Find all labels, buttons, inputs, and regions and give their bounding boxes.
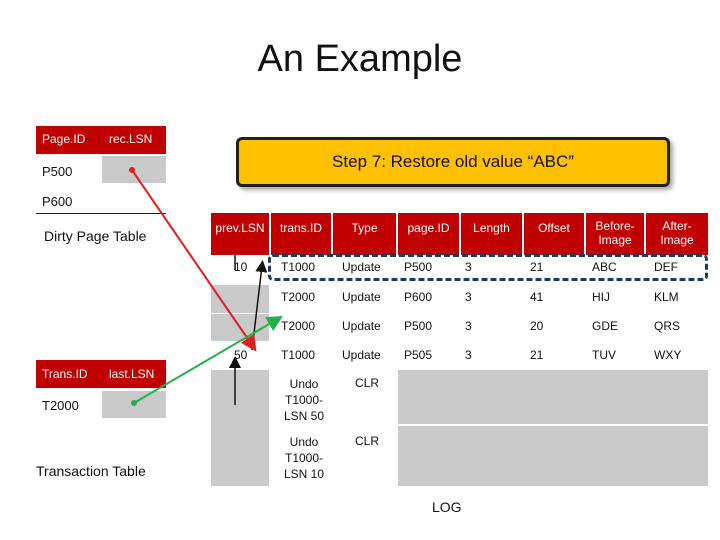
log-r1-trans: T1000: [281, 260, 316, 274]
log-r3-offset: 20: [530, 319, 544, 333]
slide-title: An Example: [257, 38, 463, 80]
log-r2-length: 3: [465, 290, 472, 304]
log-r5-trans: Undo T1000-LSN 50: [283, 377, 325, 423]
log-r2-before: HIJ: [592, 290, 610, 304]
log-r4-page: P505: [404, 348, 433, 362]
log-r3-type: Update: [342, 319, 381, 333]
log-header-transid: trans.ID: [271, 213, 331, 255]
log-r4-offset: 21: [530, 348, 544, 362]
log-r3-length: 3: [465, 319, 472, 333]
log-header-offset: Offset: [524, 213, 584, 255]
log-r3-trans: T2000: [281, 319, 316, 333]
tt-header-lastlsn: last.LSN: [109, 367, 155, 381]
log-r4-length: 3: [465, 348, 472, 362]
log-r6-type: CLR: [355, 434, 380, 448]
current-record-highlight: [268, 254, 708, 281]
transaction-table-caption: Transaction Table: [36, 463, 146, 479]
dpt-row-p600: P600: [42, 194, 73, 209]
log-r1-before: ABC: [592, 260, 617, 274]
log-r2-after: KLM: [654, 290, 679, 304]
log-r2-trans: T2000: [281, 290, 316, 304]
log-r1-prev: 10: [234, 260, 248, 274]
log-r1-length: 3: [465, 260, 472, 274]
dirty-page-table-header: Page.ID rec.LSN: [36, 126, 166, 154]
dpt-header-reclsn: rec.LSN: [109, 132, 153, 146]
log-r3-page: P500: [404, 319, 433, 333]
step-text: Step 7: Restore old value “ABC”: [332, 152, 574, 171]
log-gray-clr-row-2: [398, 426, 708, 486]
log-r4-after: WXY: [654, 348, 682, 362]
log-r1-page: P500: [404, 260, 433, 274]
log-r2-offset: 41: [530, 290, 544, 304]
log-gray-clr-row-1: [398, 370, 708, 424]
dirty-page-table-caption: Dirty Page Table: [44, 228, 147, 244]
log-r3-before: GDE: [592, 319, 619, 333]
log-header-after-image: After-Image: [646, 213, 708, 255]
log-gray-prev-5-6: [211, 370, 269, 486]
dpt-row-p500: P500: [42, 164, 73, 179]
log-header-length: Length: [461, 213, 522, 255]
log-header-pageid: page.ID: [398, 213, 459, 255]
tt-header-transid: Trans.ID: [42, 367, 88, 381]
log-header-before-image: Before-Image: [586, 213, 644, 255]
arrow-t2000-lastlsn: [133, 315, 283, 404]
log-r1-offset: 21: [530, 260, 544, 274]
log-r6-trans: Undo T1000-LSN 10: [283, 435, 325, 481]
log-r2-type: Update: [342, 290, 381, 304]
arrow-prevlsn-50: [251, 260, 268, 351]
dpt-bottom-rule: [36, 213, 166, 214]
log-r2-page: P600: [404, 290, 433, 304]
log-r4-before: TUV: [592, 348, 616, 362]
log-r4-trans: T1000: [281, 348, 316, 362]
transaction-table-header: Trans.ID last.LSN: [36, 360, 166, 388]
log-caption: LOG: [432, 499, 462, 515]
arrow-p500-reclsn: [131, 169, 257, 352]
step-callout: Step 7: Restore old value “ABC”: [236, 137, 670, 187]
log-r5-type: CLR: [355, 376, 380, 390]
log-r4-type: Update: [342, 348, 381, 362]
log-r3-after: QRS: [654, 319, 681, 333]
log-r1-type: Update: [342, 260, 381, 274]
tt-row-t2000: T2000: [42, 398, 79, 413]
log-header-type: Type: [333, 213, 396, 255]
log-r1-after: DEF: [654, 260, 678, 274]
dpt-header-pageid: Page.ID: [42, 132, 86, 146]
log-header-prevlsn: prev.LSN: [211, 213, 269, 255]
